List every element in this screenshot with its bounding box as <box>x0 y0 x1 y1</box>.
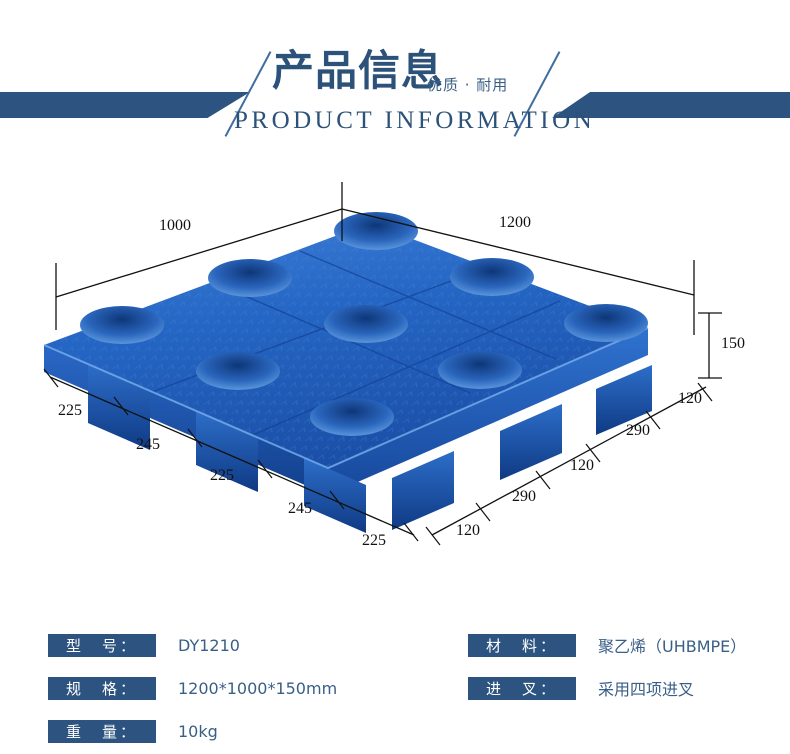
dim-right-2: 120 <box>570 457 594 474</box>
page-title-chinese: 产品信息 <box>272 46 445 95</box>
dim-right-1: 290 <box>512 488 536 505</box>
spec-value-model: DY1210 <box>178 635 240 655</box>
spec-label-size: 规 格： <box>48 676 156 700</box>
pallet-diagram-svg: 1000 1200 150 225 245 225 245 225 120 29… <box>43 182 745 549</box>
spec-value-weight: 10kg <box>178 721 218 741</box>
spec-label-weight: 重 量： <box>48 719 156 743</box>
spec-value-fork-entry: 采用四项进叉 <box>598 680 695 699</box>
spec-row-material: 材 料： 聚乙烯（UHBMPE） <box>468 632 746 658</box>
dim-left-4: 225 <box>362 532 386 549</box>
product-spec-table: 型 号： DY1210 规 格： 1200*1000*150mm 重 量： 10… <box>0 620 790 754</box>
spec-label-fork-entry: 进 叉： <box>468 676 576 700</box>
dim-top-right: 1200 <box>499 214 531 231</box>
header-bar-left <box>0 92 250 118</box>
page-subtitle-chinese: 优质 · 耐用 <box>427 76 509 94</box>
dim-right-3: 290 <box>626 422 650 439</box>
spec-row-model: 型 号： DY1210 <box>48 632 240 658</box>
dim-left-1: 245 <box>136 436 160 453</box>
spec-value-material: 聚乙烯（UHBMPE） <box>598 637 747 656</box>
pallet-dimension-diagram: 1000 1200 150 225 245 225 245 225 120 29… <box>0 165 790 595</box>
pallet-feet-right <box>392 365 652 530</box>
pallet-3d-model <box>43 212 652 533</box>
dim-right-4: 120 <box>678 390 702 407</box>
dim-left-3: 245 <box>288 500 312 517</box>
dimension-lines <box>43 182 722 546</box>
dimension-labels: 1000 1200 150 225 245 225 245 225 120 29… <box>58 214 745 549</box>
dim-top-left: 1000 <box>159 217 191 234</box>
dim-height: 150 <box>721 335 745 352</box>
pallet-cup-holes <box>80 212 648 436</box>
spec-label-material: 材 料： <box>468 633 576 657</box>
dim-right-0: 120 <box>456 522 480 539</box>
spec-row-weight: 重 量： 10kg <box>48 718 218 744</box>
spec-row-fork-entry: 进 叉： 采用四项进叉 <box>468 675 694 701</box>
spec-row-size: 规 格： 1200*1000*150mm <box>48 675 337 701</box>
header-bar-right <box>552 92 790 118</box>
spec-label-model: 型 号： <box>48 633 156 657</box>
spec-value-size: 1200*1000*150mm <box>178 678 338 698</box>
dim-left-2: 225 <box>210 467 234 484</box>
page-title-english: PRODUCT INFORMATION <box>234 107 596 134</box>
dim-left-0: 225 <box>58 402 82 419</box>
page-header: 产品信息 优质 · 耐用 PRODUCT INFORMATION <box>0 0 790 165</box>
